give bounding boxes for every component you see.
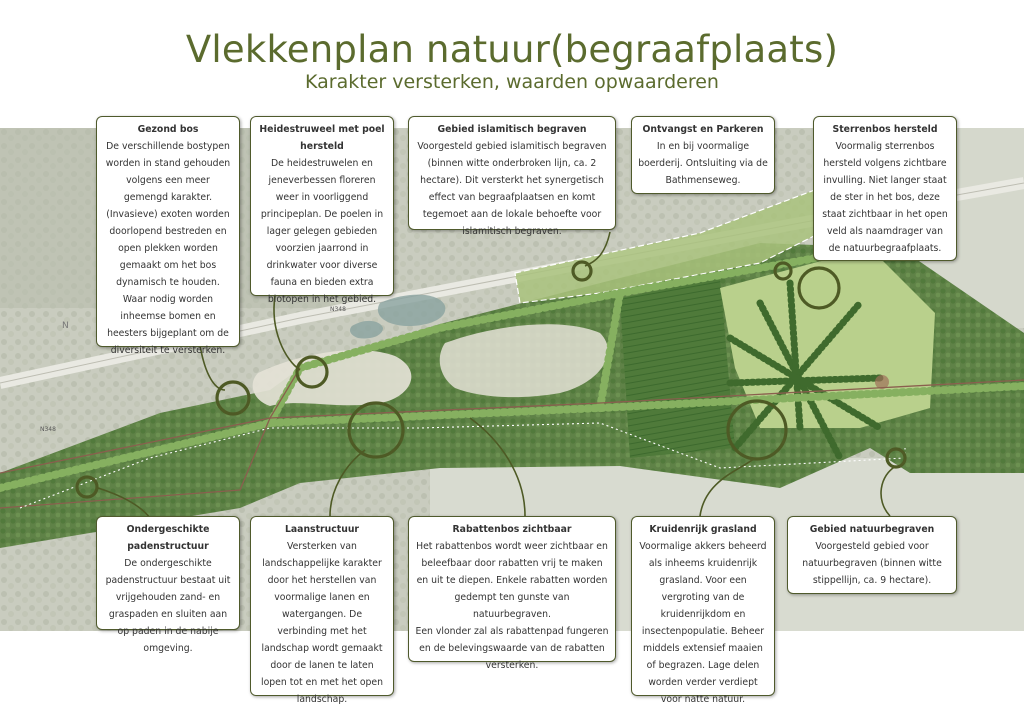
box-title: Gebied natuurbegraven (809, 524, 935, 535)
box-rabattenbos: Rabattenbos zichtbaar Het rabattenbos wo… (408, 516, 616, 671)
box-natuurbegraven: Gebied natuurbegraven Voorgesteld gebied… (787, 516, 957, 594)
box-title: Kruidenrijk grasland (649, 524, 757, 535)
islamitisch-area (515, 188, 860, 303)
box-text: Het rabattenbos wordt weer zichtbaar en … (416, 541, 608, 620)
box-text: Voormalige akkers beheerd als inheems kr… (639, 541, 767, 705)
box-text: Versterken van landschappelijke karakter… (260, 541, 384, 705)
box-title: Laanstructuur (284, 524, 360, 535)
box-text: Voormalig sterrenbos hersteld volgens zi… (822, 141, 948, 254)
box-title: Gezond bos (137, 124, 199, 135)
box-title: Gebied islamitisch begraven (437, 124, 587, 135)
box-heidestruweel: Heidestruweel met poel hersteld De heide… (250, 116, 394, 305)
box-text: De ondergeschikte padenstructuur bestaat… (105, 558, 231, 654)
box-text: In en bij voormalige boerderij. Ontsluit… (638, 141, 768, 186)
box-title: Heidestruweel met poel hersteld (259, 124, 385, 152)
pond (377, 294, 446, 326)
paths (0, 367, 1024, 509)
box-text-2: Een vlonder zal als rabattenpad fungeren… (415, 626, 609, 671)
box-gezond-bos: Gezond bos De verschillende bostypen wor… (96, 116, 240, 356)
box-laanstructuur: Laanstructuur Versterken van landschappe… (250, 516, 394, 705)
page-subtitle: Karakter versterken, waarden opwaarderen (305, 71, 719, 93)
box-title: Ondergeschikte padenstructuur (126, 524, 210, 552)
rabattenbos-area (620, 278, 735, 458)
box-kruidenrijk: Kruidenrijk grasland Voormalige akkers b… (631, 516, 775, 705)
page-title: Vlekkenplan natuur(begraafplaats) (185, 28, 839, 71)
box-title: Sterrenbos hersteld (832, 124, 938, 135)
heath-area-east (439, 324, 608, 398)
islamitisch-boundary (514, 187, 862, 304)
road-label-west: N348 (40, 426, 56, 433)
north-arrow: N (62, 321, 69, 331)
box-islamitisch: Gebied islamitisch begraven Voorgesteld … (408, 116, 616, 237)
box-padenstructuur: Ondergeschikte padenstructuur De onderge… (96, 516, 240, 654)
box-text: Voorgesteld gebied islamitisch begraven … (417, 141, 607, 237)
box-sterrenbos: Sterrenbos hersteld Voormalig sterrenbos… (813, 116, 957, 261)
box-text: De verschillende bostypen worden in stan… (105, 141, 231, 356)
star-center (875, 375, 889, 389)
box-ontvangst: Ontvangst en Parkeren In en bij voormali… (631, 116, 775, 194)
road-label-north: N348 (330, 306, 346, 313)
box-text: De heidestruwelen en jeneverbessen flore… (260, 158, 384, 305)
box-text: Voorgesteld gebied voor natuurbegraven (… (802, 541, 942, 586)
highlight-circles (75, 260, 907, 499)
natuurbegraven-boundary (19, 422, 906, 509)
sterrenbos-rays (726, 279, 884, 462)
box-title: Rabattenbos zichtbaar (452, 524, 572, 535)
box-title: Ontvangst en Parkeren (642, 124, 764, 135)
pond-2 (350, 320, 383, 339)
